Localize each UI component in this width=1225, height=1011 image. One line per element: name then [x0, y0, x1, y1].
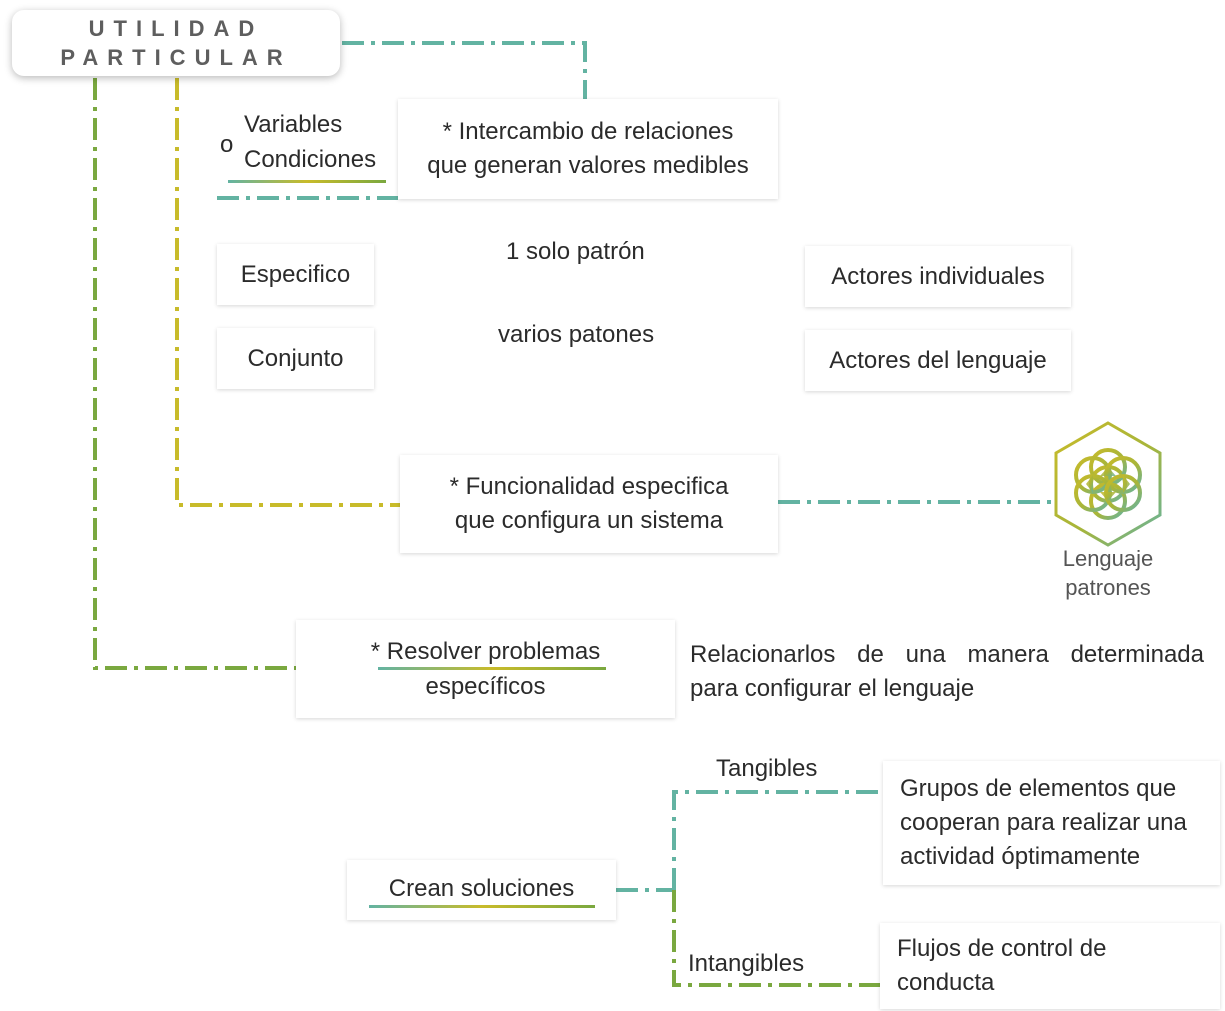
connector-title-intercambio	[342, 41, 587, 99]
actores-lenguaje-box: Actores del lenguaje	[805, 330, 1071, 391]
actores-individuales-box: Actores individuales	[805, 246, 1071, 307]
funcionalidad-box: * Funcionalidad especifica que configura…	[400, 455, 778, 553]
tangibles-line-1: Grupos de elementos que	[900, 775, 1177, 802]
title-line-2: PARTICULAR	[60, 45, 292, 70]
relacionarlos-line-1: Relacionarlos de una manera determinada	[690, 641, 1204, 668]
caption-line-1: Lenguaje	[1062, 546, 1154, 571]
resolver-line-1: * Resolver problemas	[370, 637, 601, 665]
resolver-underline	[377, 666, 606, 670]
tangibles-line-3: actividad óptimamente	[900, 843, 1141, 870]
actores-individuales-label: Actores individuales	[831, 262, 1045, 290]
connector-inner-trunk	[175, 78, 400, 507]
connector-outer-trunk	[93, 78, 296, 670]
connector-intangibles	[672, 890, 883, 987]
intangibles-line-2: conducta	[897, 969, 995, 996]
intangibles-line-1: Flujos de control de	[897, 935, 1107, 962]
intercambio-line-2: que generan valores medibles	[427, 152, 749, 179]
intercambio-box: * Intercambio de relaciones que generan …	[398, 99, 778, 199]
actores-lenguaje-label: Actores del lenguaje	[829, 346, 1047, 374]
resolver-line-2: específicos	[425, 672, 546, 700]
relacionarlos-line-2: para configurar el lenguaje	[690, 675, 975, 702]
title-line-1: UTILIDAD	[88, 16, 264, 41]
condiciones-underline	[228, 180, 386, 183]
intangibles-box: Flujos de control de conducta	[880, 923, 1220, 1009]
conjunto-box: Conjunto	[217, 328, 374, 389]
especifico-label: Especifico	[240, 260, 351, 288]
conjunto-edge-label: varios patones	[498, 321, 655, 348]
conjunto-label: Conjunto	[247, 344, 344, 372]
especifico-box: Especifico	[217, 244, 374, 305]
crean-soluciones-label: Crean soluciones	[388, 875, 575, 902]
caption-line-2: patrones	[1065, 575, 1151, 600]
funcionalidad-line-1: * Funcionalidad especifica	[449, 473, 729, 500]
variables-label: Variables	[244, 111, 343, 138]
intangibles-label: Intangibles	[688, 950, 805, 977]
variables-bullet: o	[220, 131, 234, 158]
relacionarlos-text: Relacionarlos de una manera determinada …	[690, 638, 1204, 706]
intercambio-line-1: * Intercambio de relaciones	[442, 118, 734, 145]
crean-soluciones-underline	[368, 905, 595, 908]
title-box: UTILIDAD PARTICULAR	[12, 10, 340, 76]
tangibles-line-2: cooperan para realizar una	[900, 809, 1187, 836]
resolver-box: * Resolver problemas específicos	[296, 620, 675, 718]
flower-of-life-hexagon-icon	[1052, 420, 1164, 548]
funcionalidad-line-2: que configura un sistema	[454, 507, 724, 534]
connector-tangibles	[672, 790, 883, 890]
crean-soluciones-box: Crean soluciones	[347, 860, 616, 920]
condiciones-label: Condiciones	[244, 146, 377, 173]
especifico-edge-label: 1 solo patrón	[506, 238, 645, 265]
lenguaje-patrones-caption: Lenguaje patrones	[1036, 544, 1180, 602]
tangibles-box: Grupos de elementos que cooperan para re…	[883, 761, 1220, 885]
tangibles-label: Tangibles	[716, 755, 818, 782]
